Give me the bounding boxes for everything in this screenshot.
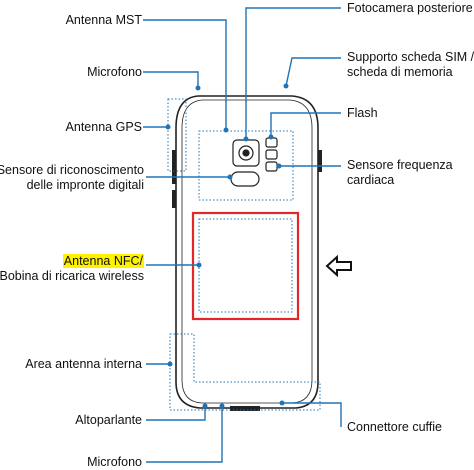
label-flash: Flash: [347, 106, 378, 120]
label-antenna-mst: Antenna MST: [65, 13, 142, 27]
callout-rear-camera: [245, 7, 341, 139]
left-arrow-icon: [325, 254, 352, 278]
label-heart-line1: Sensore frequenza: [347, 158, 453, 172]
side-button-left-1: [172, 150, 176, 184]
label-heart-line2: cardiaca: [347, 173, 395, 187]
callout-speaker: [146, 406, 206, 421]
label-nfc-line2: Bobina di ricarica wireless: [0, 269, 144, 283]
label-nfc: Antenna NFC/ Bobina di ricarica wireless: [0, 254, 144, 284]
camera-module: [232, 139, 260, 167]
phone-body: [175, 95, 319, 409]
label-sim-line2: scheda di memoria: [347, 65, 453, 79]
callout-headphone: [282, 402, 342, 427]
label-microfono-bottom: Microfono: [87, 455, 142, 469]
label-rear-camera: Fotocamera posteriore: [347, 1, 473, 15]
label-fingerprint-line2: delle impronte digitali: [26, 178, 144, 192]
label-internal-antenna: Area antenna interna: [25, 357, 142, 371]
label-speaker: Altoparlante: [75, 413, 142, 427]
label-microfono-top: Microfono: [87, 65, 142, 79]
nfc-highlight-box: [191, 211, 300, 321]
callout-flash: [270, 112, 341, 137]
side-button-right: [318, 150, 322, 172]
callout-microfono-bottom: [146, 406, 223, 463]
label-sim-line1: Supporto scheda SIM /: [347, 50, 474, 64]
label-sim: Supporto scheda SIM / scheda di memoria: [347, 50, 474, 80]
callout-sim: [285, 57, 341, 87]
label-antenna-gps: Antenna GPS: [65, 120, 142, 134]
bottom-port: [230, 406, 260, 411]
side-button-left-2: [172, 190, 176, 208]
label-nfc-line1: Antenna NFC/: [62, 254, 144, 268]
internal-antenna-area: [169, 333, 321, 411]
callout-microfono-top: [143, 71, 199, 88]
gps-antenna-area: [167, 98, 187, 172]
label-heart: Sensore frequenza cardiaca: [347, 158, 453, 188]
label-headphone: Connettore cuffie: [347, 420, 442, 434]
label-fingerprint-line1: Sensore di riconoscimento: [0, 163, 144, 177]
label-fingerprint: Sensore di riconoscimento delle impronte…: [0, 163, 144, 193]
callout-antenna-mst: [143, 19, 227, 130]
